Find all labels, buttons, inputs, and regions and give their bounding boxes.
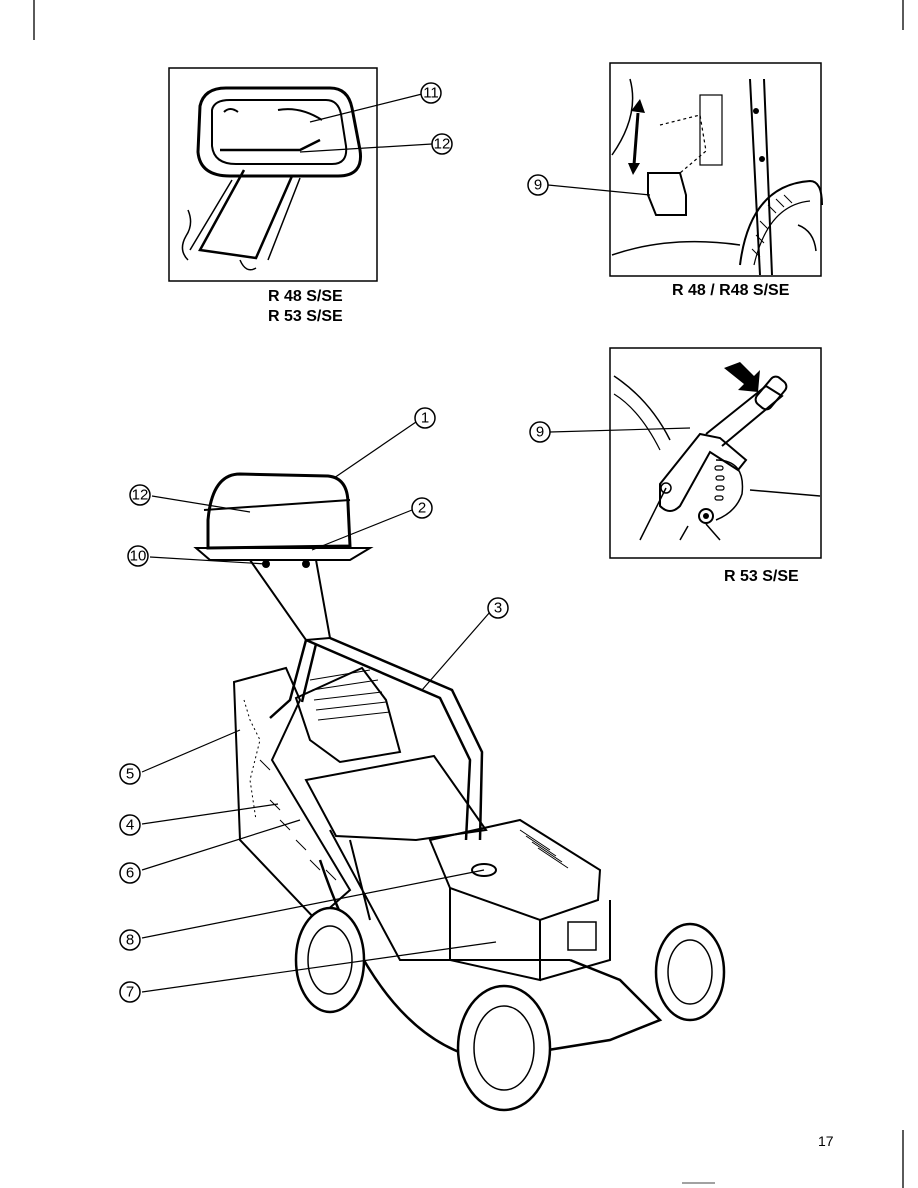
callout-5-label: 5 — [126, 766, 134, 783]
callout-8: 8 — [119, 929, 141, 951]
callout-11: 11 — [420, 82, 442, 104]
callout-5: 5 — [119, 763, 141, 785]
handle-detail-figure: 11 12 — [168, 67, 453, 282]
callout-8-label: 8 — [126, 932, 134, 949]
cable — [181, 209, 192, 261]
figure-frame — [168, 67, 378, 282]
callout-6-label: 6 — [126, 865, 134, 882]
double-arrow-icon — [628, 99, 645, 175]
engine — [428, 818, 602, 922]
callout-11-label: 11 — [423, 85, 439, 102]
callout-3: 3 — [487, 597, 509, 619]
rear-wheel — [294, 906, 366, 1014]
callout-12: 12 — [431, 133, 453, 155]
grass-bag — [232, 666, 352, 922]
arrow-icon — [724, 362, 760, 392]
callout-9: 9 — [527, 174, 549, 196]
callout-12-label: 12 — [132, 487, 149, 504]
callout-9: 9 — [529, 421, 551, 443]
handle-tube — [249, 559, 332, 642]
callout-12: 12 — [129, 484, 151, 506]
callout-3-label: 3 — [494, 600, 502, 617]
figure-frame — [609, 62, 822, 277]
callout-12-label: 12 — [434, 136, 451, 153]
callout-4-label: 4 — [126, 817, 134, 834]
callout-9-label: 9 — [536, 424, 544, 441]
height-adjust-r53-figure: 9 — [529, 347, 822, 559]
mower-deck — [304, 754, 488, 842]
callout-1: 1 — [414, 407, 436, 429]
callout-9-label: 9 — [534, 177, 542, 194]
handle-bar — [196, 86, 363, 178]
handle-tube — [198, 169, 294, 260]
height-adjust-r48-caption: R 48 / R48 S/SE — [672, 282, 790, 299]
wheel — [739, 179, 823, 266]
handle-detail-caption: R 48 S/SE R 53 S/SE — [268, 287, 343, 327]
callout-10-label: 10 — [130, 548, 147, 565]
callout-10: 10 — [127, 545, 149, 567]
front-right-wheel — [654, 922, 726, 1022]
front-left-wheel — [456, 984, 552, 1112]
callout-7-label: 7 — [126, 984, 134, 1001]
page-number: 17 — [818, 1133, 834, 1149]
figure-frame — [609, 347, 822, 559]
callout-7: 7 — [119, 981, 141, 1003]
height-lever — [647, 172, 687, 216]
caption-line-2: R 53 S/SE — [268, 308, 343, 325]
callout-2-label: 2 — [418, 500, 426, 517]
height-lever — [659, 432, 748, 512]
callout-6: 6 — [119, 862, 141, 884]
switch-bar — [220, 138, 321, 152]
callout-1-label: 1 — [421, 410, 429, 427]
height-adjust-r48-figure: 9 — [527, 62, 823, 277]
caption-line-1: R 48 S/SE — [268, 288, 343, 305]
handle-bar — [206, 472, 352, 550]
lawn-mower-figure: 1 12 2 10 3 5 4 6 8 7 — [119, 407, 726, 1112]
callout-4: 4 — [119, 814, 141, 836]
height-adjust-r53-caption: R 53 S/SE — [724, 568, 799, 585]
callout-2: 2 — [411, 497, 433, 519]
